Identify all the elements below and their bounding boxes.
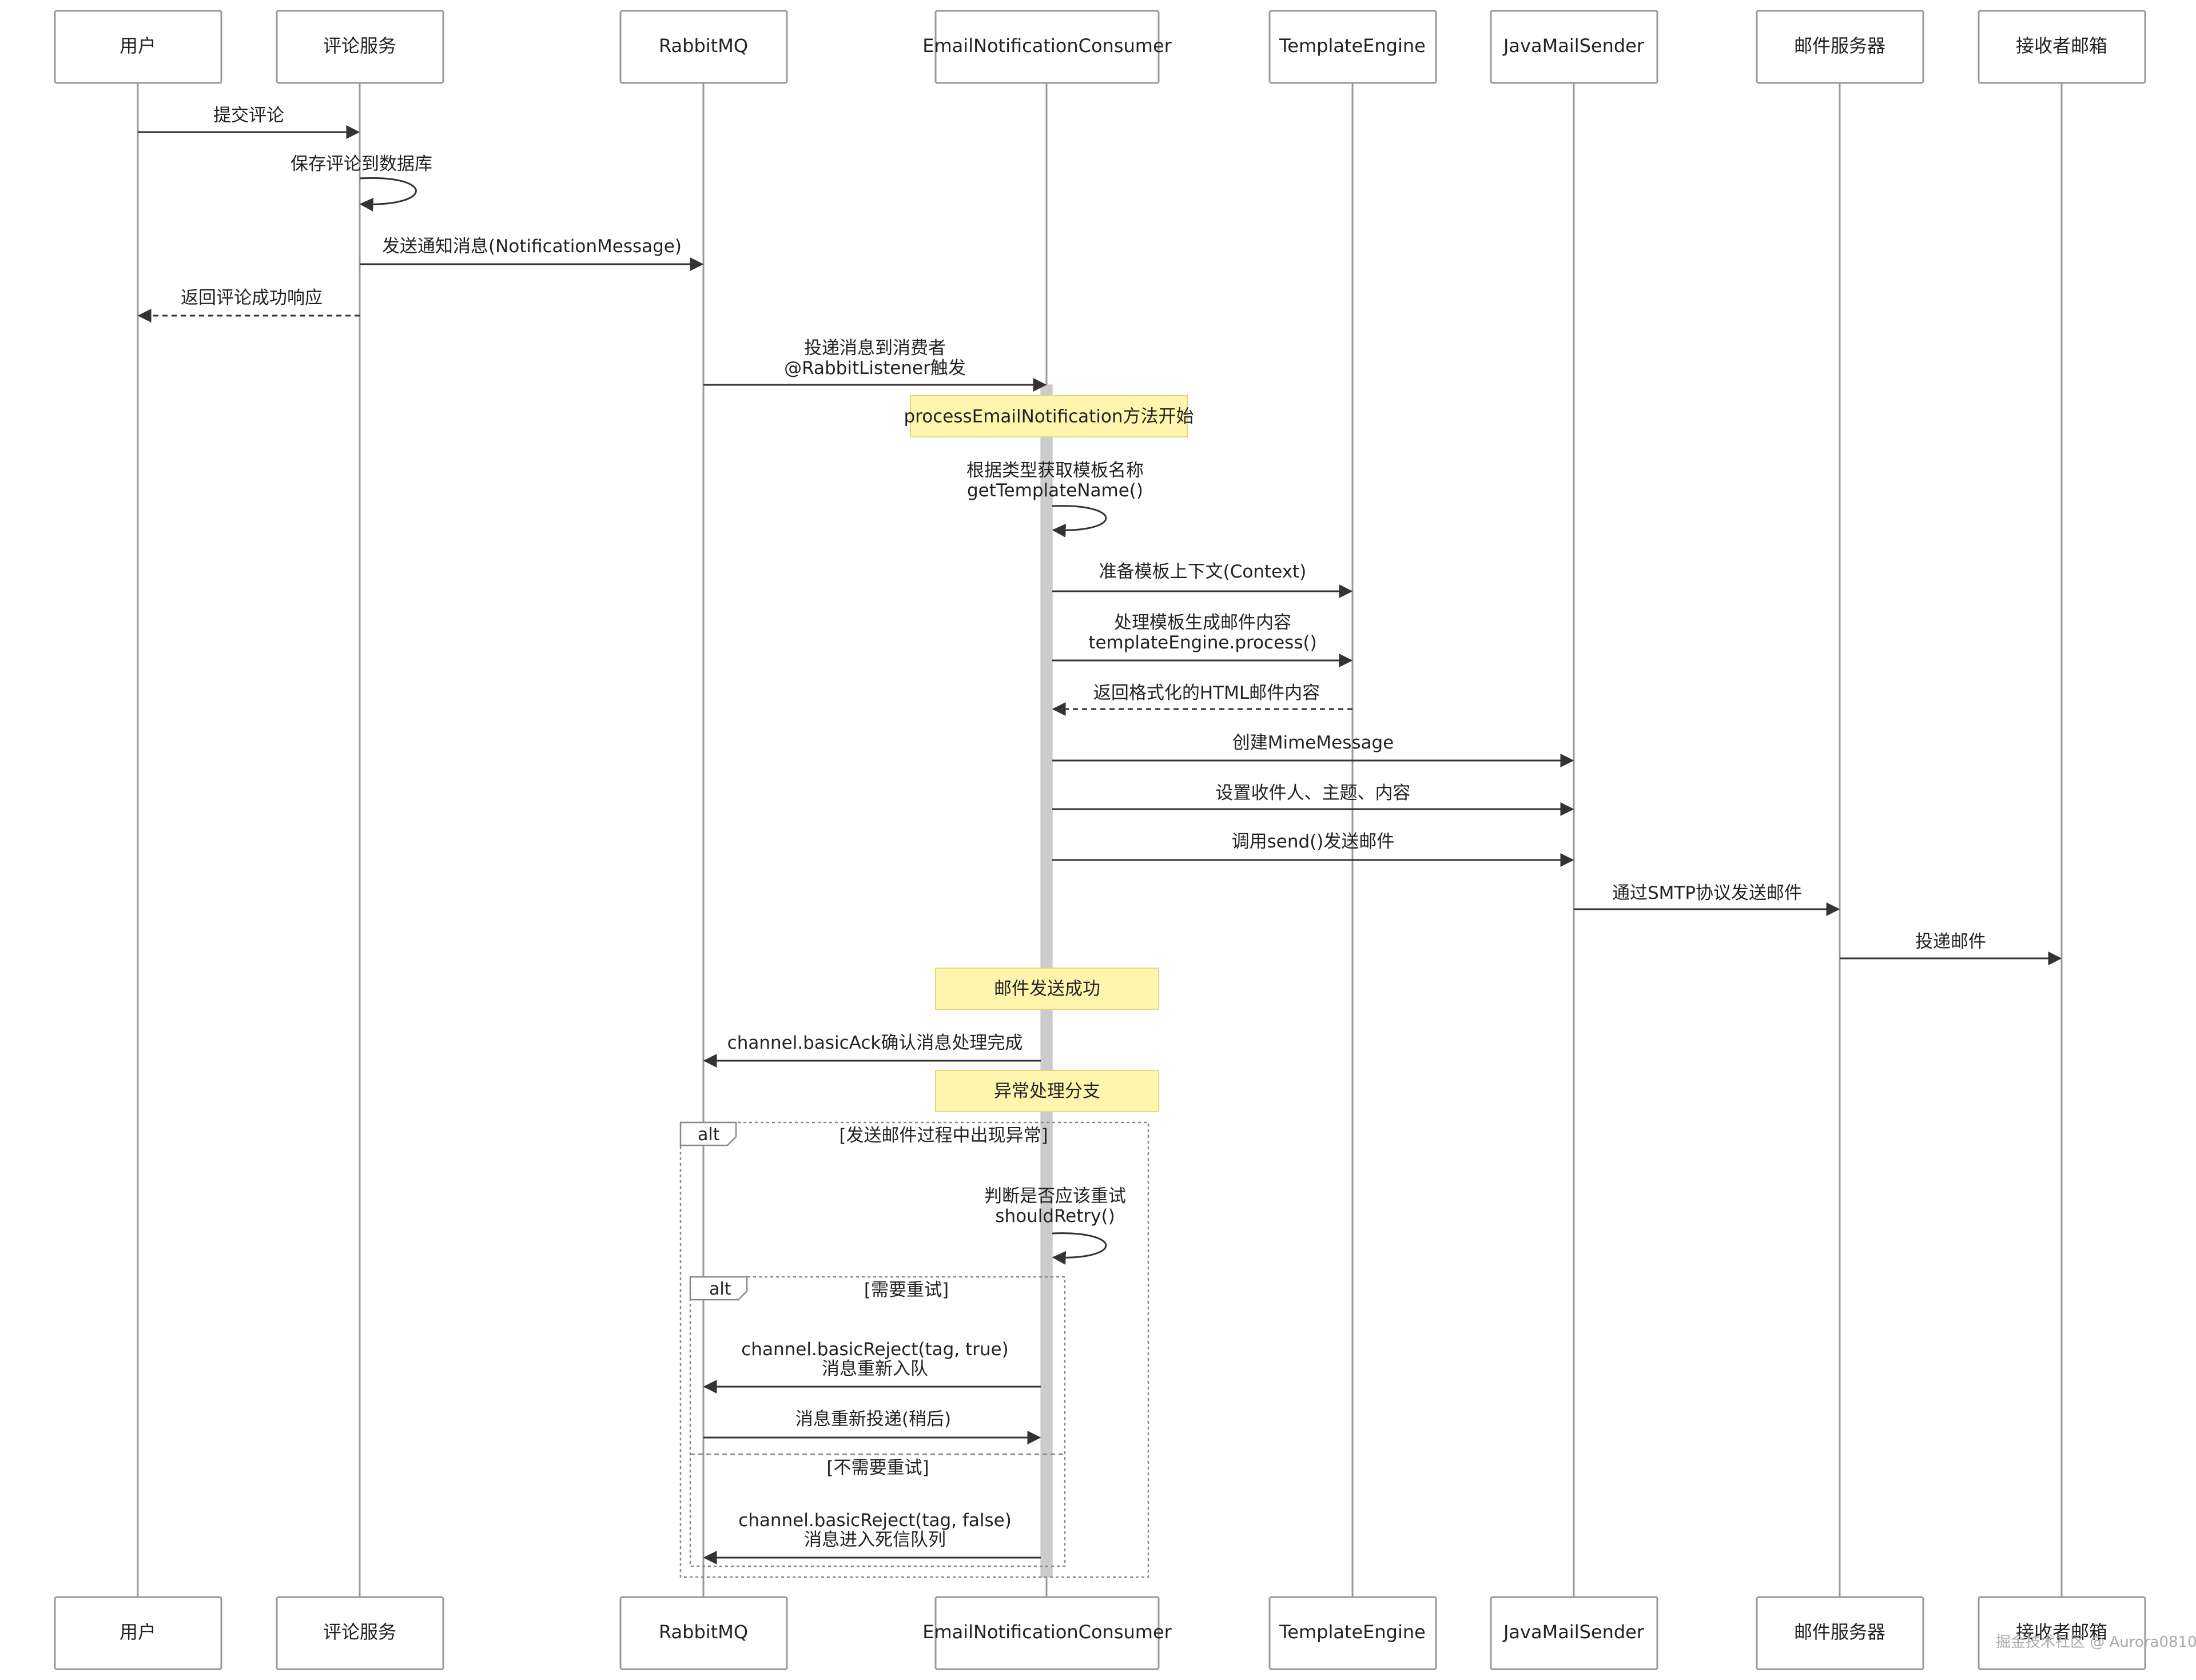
message-smtp-send: 通过SMTP协议发送邮件 [1574, 883, 1840, 916]
message-return-success: 返回评论成功响应 [137, 288, 360, 323]
message-label: 处理模板生成邮件内容 [1114, 612, 1291, 633]
note-text: 邮件发送成功 [994, 979, 1100, 1000]
fragment-else-condition: [不需要重试] [826, 1458, 929, 1478]
message-deliver-to-consumer: 投递消息到消费者 @RabbitListener触发 [703, 338, 1047, 392]
participant-inbox: 接收者邮箱 [1978, 1596, 2146, 1670]
message-label: 投递消息到消费者 [804, 338, 946, 359]
participant-label: 邮件服务器 [1794, 1621, 1885, 1643]
participant-label: JavaMailSender [1502, 1621, 1645, 1643]
message-call-send: 调用send()发送邮件 [1052, 831, 1574, 867]
participant-user: 用户 [54, 10, 222, 84]
message-basic-reject-dlq: channel.basicReject(tag, false) 消息进入死信队列 [703, 1510, 1041, 1564]
participant-mail: JavaMailSender [1490, 1596, 1658, 1670]
message-basic-reject-requeue: channel.basicReject(tag, true) 消息重新入队 [703, 1339, 1041, 1394]
note-process-start: processEmailNotification方法开始 [904, 395, 1194, 437]
message-label: channel.basicReject(tag, false) [738, 1510, 1012, 1531]
participant-mq: RabbitMQ [619, 1596, 788, 1670]
message-basic-ack: channel.basicAck确认消息处理完成 [703, 1033, 1041, 1068]
participant-label: 用户 [120, 35, 156, 57]
message-submit-comment: 提交评论 [138, 105, 360, 139]
note-text: 异常处理分支 [994, 1081, 1100, 1102]
participant-label: 评论服务 [323, 1621, 396, 1643]
participant-label: RabbitMQ [659, 35, 748, 57]
participant-label: 评论服务 [323, 35, 396, 57]
lifelines [137, 83, 2063, 1597]
participant-label: 接收者邮箱 [2016, 35, 2107, 57]
message-label: 保存评论到数据库 [291, 154, 432, 174]
participant-template: TemplateEngine [1268, 10, 1437, 84]
participant-consumer: EmailNotificationConsumer [922, 10, 1172, 84]
message-label: 发送通知消息(NotificationMessage) [382, 236, 682, 257]
participant-inbox: 接收者邮箱 [1978, 10, 2146, 84]
messages: 提交评论 保存评论到数据库 发送通知消息(NotificationMessage… [137, 105, 2062, 1564]
message-label: channel.basicAck确认消息处理完成 [727, 1033, 1023, 1053]
participant-label: EmailNotificationConsumer [922, 35, 1172, 57]
message-label: shouldRetry() [995, 1206, 1115, 1227]
message-label: 投递邮件 [1915, 931, 1986, 952]
participant-server: 邮件服务器 [1756, 10, 1924, 84]
participant-template: TemplateEngine [1268, 1596, 1437, 1670]
participant-label: RabbitMQ [659, 1621, 748, 1643]
message-prepare-context: 准备模板上下文(Context) [1052, 562, 1353, 598]
message-label: 消息进入死信队列 [804, 1530, 946, 1550]
participants-bottom: 用户 评论服务 RabbitMQ EmailNotificationConsum… [54, 1596, 2146, 1670]
participant-server: 邮件服务器 [1756, 1596, 1924, 1670]
message-label: 准备模板上下文(Context) [1099, 562, 1307, 582]
participant-mail: JavaMailSender [1490, 10, 1658, 84]
note-send-success: 邮件发送成功 [935, 968, 1159, 1010]
participant-label: TemplateEngine [1279, 35, 1426, 57]
participants-top: 用户 评论服务 RabbitMQ EmailNotificationConsum… [54, 10, 2146, 84]
fragment-condition: [发送邮件过程中出现异常] [839, 1125, 1048, 1146]
message-label: channel.basicReject(tag, true) [741, 1339, 1008, 1360]
message-label: 设置收件人、主题、内容 [1216, 783, 1411, 803]
message-process-template: 处理模板生成邮件内容 templateEngine.process() [1052, 612, 1353, 667]
message-label: 调用send()发送邮件 [1232, 831, 1395, 852]
message-label: 判断是否应该重试 [984, 1186, 1126, 1207]
participant-label: TemplateEngine [1279, 1621, 1426, 1643]
fragment-keyword: alt [709, 1279, 731, 1299]
message-label: 返回评论成功响应 [181, 288, 323, 308]
message-deliver-mail: 投递邮件 [1840, 931, 2062, 965]
message-should-retry: 判断是否应该重试 shouldRetry() [984, 1186, 1126, 1265]
message-label: templateEngine.process() [1088, 632, 1316, 653]
message-label: 根据类型获取模板名称 [966, 460, 1144, 481]
note-exception-branch: 异常处理分支 [935, 1070, 1159, 1112]
message-get-template-name: 根据类型获取模板名称 getTemplateName() [966, 460, 1144, 538]
participant-label: 用户 [120, 1621, 156, 1643]
fragment-keyword: alt [698, 1125, 720, 1145]
watermark: 掘金技术社区 @ Aurora0810 [1996, 1634, 2196, 1651]
message-send-notification: 发送通知消息(NotificationMessage) [360, 236, 704, 271]
note-text: processEmailNotification方法开始 [904, 407, 1194, 427]
message-label: getTemplateName() [967, 480, 1143, 501]
participant-label: 接收者邮箱 [2016, 1621, 2107, 1643]
message-set-recipients: 设置收件人、主题、内容 [1052, 783, 1574, 816]
participant-mq: RabbitMQ [619, 10, 788, 84]
participant-user: 用户 [54, 1596, 222, 1670]
participant-consumer: EmailNotificationConsumer [922, 1596, 1172, 1670]
participant-comment: 评论服务 [276, 1596, 444, 1670]
message-label: 消息重新入队 [822, 1359, 928, 1379]
message-save-to-db: 保存评论到数据库 [291, 154, 432, 212]
participant-comment: 评论服务 [276, 10, 444, 84]
message-label: 消息重新投递(稍后) [795, 1409, 951, 1430]
message-label: 创建MimeMessage [1232, 732, 1394, 753]
participant-label: EmailNotificationConsumer [922, 1621, 1172, 1643]
participant-label: 邮件服务器 [1794, 35, 1885, 57]
message-return-html: 返回格式化的HTML邮件内容 [1052, 683, 1352, 716]
message-label: 提交评论 [213, 105, 284, 126]
alt-fragment-outer: alt [发送邮件过程中出现异常] [679, 1121, 1149, 1578]
alt-fragment-inner: alt [需要重试] [不需要重试] [689, 1276, 1066, 1567]
participant-label: JavaMailSender [1502, 35, 1645, 57]
message-redeliver: 消息重新投递(稍后) [703, 1409, 1041, 1444]
fragment-condition: [需要重试] [864, 1280, 949, 1300]
message-create-mime: 创建MimeMessage [1052, 732, 1574, 767]
message-label: @RabbitListener触发 [784, 358, 966, 379]
message-label: 通过SMTP协议发送邮件 [1612, 883, 1802, 903]
message-label: 返回格式化的HTML邮件内容 [1093, 683, 1320, 703]
